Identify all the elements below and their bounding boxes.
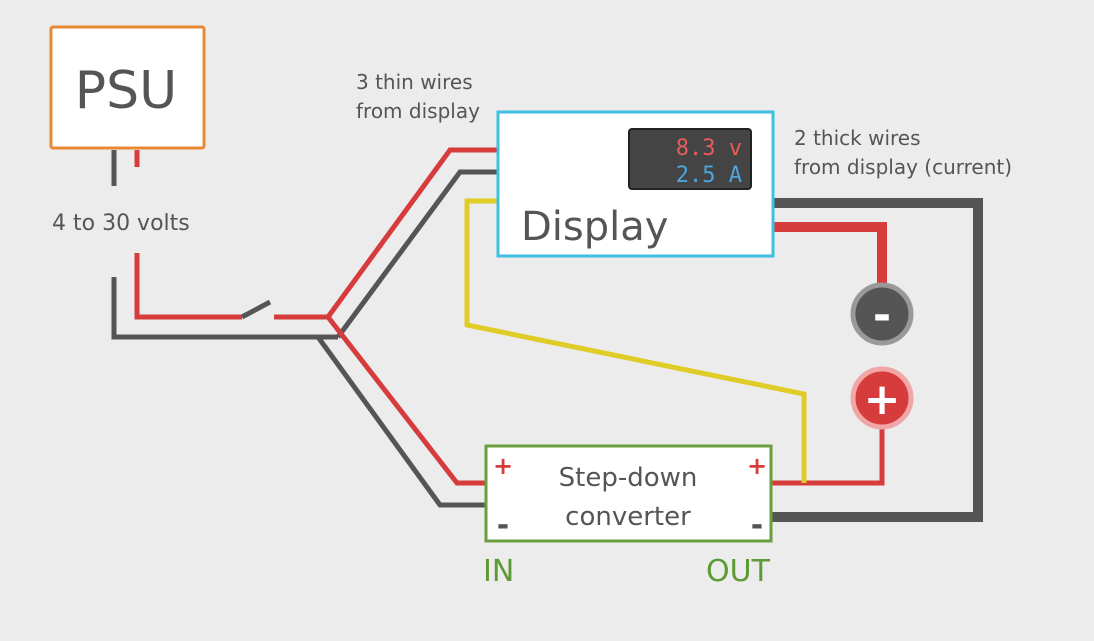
lcd-screen bbox=[628, 128, 752, 190]
switch-lever bbox=[240, 299, 272, 320]
psu-label: PSU bbox=[75, 61, 177, 121]
lcd-voltage-reading: 8.3 v bbox=[676, 136, 742, 161]
positive-terminal[interactable]: + bbox=[850, 366, 914, 430]
converter-in-minus: - bbox=[497, 508, 509, 543]
converter-in-plus: + bbox=[493, 452, 513, 480]
negative-terminal[interactable]: - bbox=[850, 282, 914, 346]
thick-wires-note-line1: 2 thick wires bbox=[794, 126, 921, 150]
thin-wire-red bbox=[325, 147, 497, 319]
psu-voltage-label: 4 to 30 volts bbox=[52, 211, 190, 236]
thick-wire-negative-loop bbox=[770, 198, 983, 522]
psu-dark-line bbox=[111, 277, 338, 340]
converter-box bbox=[484, 444, 773, 543]
display-label: Display bbox=[521, 204, 668, 250]
wire-out-positive bbox=[770, 425, 885, 486]
thin-wire-dark bbox=[335, 169, 497, 339]
converter-label-line1: Step-down bbox=[559, 463, 698, 493]
converter-in-label: IN bbox=[483, 554, 514, 589]
converter-out-plus: + bbox=[747, 452, 767, 480]
thick-wire-red-to-negative bbox=[770, 222, 887, 292]
psu-red-line-after-switch bbox=[274, 314, 487, 486]
lcd-current-reading: 2.5 A bbox=[676, 163, 742, 188]
psu-dark-line-to-in bbox=[315, 335, 487, 508]
thin-wires-note-line1: 3 thin wires bbox=[356, 70, 473, 94]
converter-out-label: OUT bbox=[706, 554, 771, 589]
positive-terminal-circle bbox=[850, 366, 914, 430]
thick-wires-note-line2: from display (current) bbox=[794, 155, 1012, 179]
negative-terminal-circle bbox=[850, 282, 914, 346]
thin-wire-yellow bbox=[464, 198, 807, 483]
converter-out-minus: - bbox=[751, 508, 763, 543]
negative-terminal-symbol: - bbox=[873, 290, 891, 341]
thin-wires-note-line2: from display bbox=[356, 99, 480, 123]
psu-box bbox=[49, 25, 206, 150]
positive-terminal-symbol: + bbox=[864, 374, 901, 425]
converter-label-line2: converter bbox=[565, 502, 691, 532]
psu-red-line bbox=[134, 253, 242, 320]
